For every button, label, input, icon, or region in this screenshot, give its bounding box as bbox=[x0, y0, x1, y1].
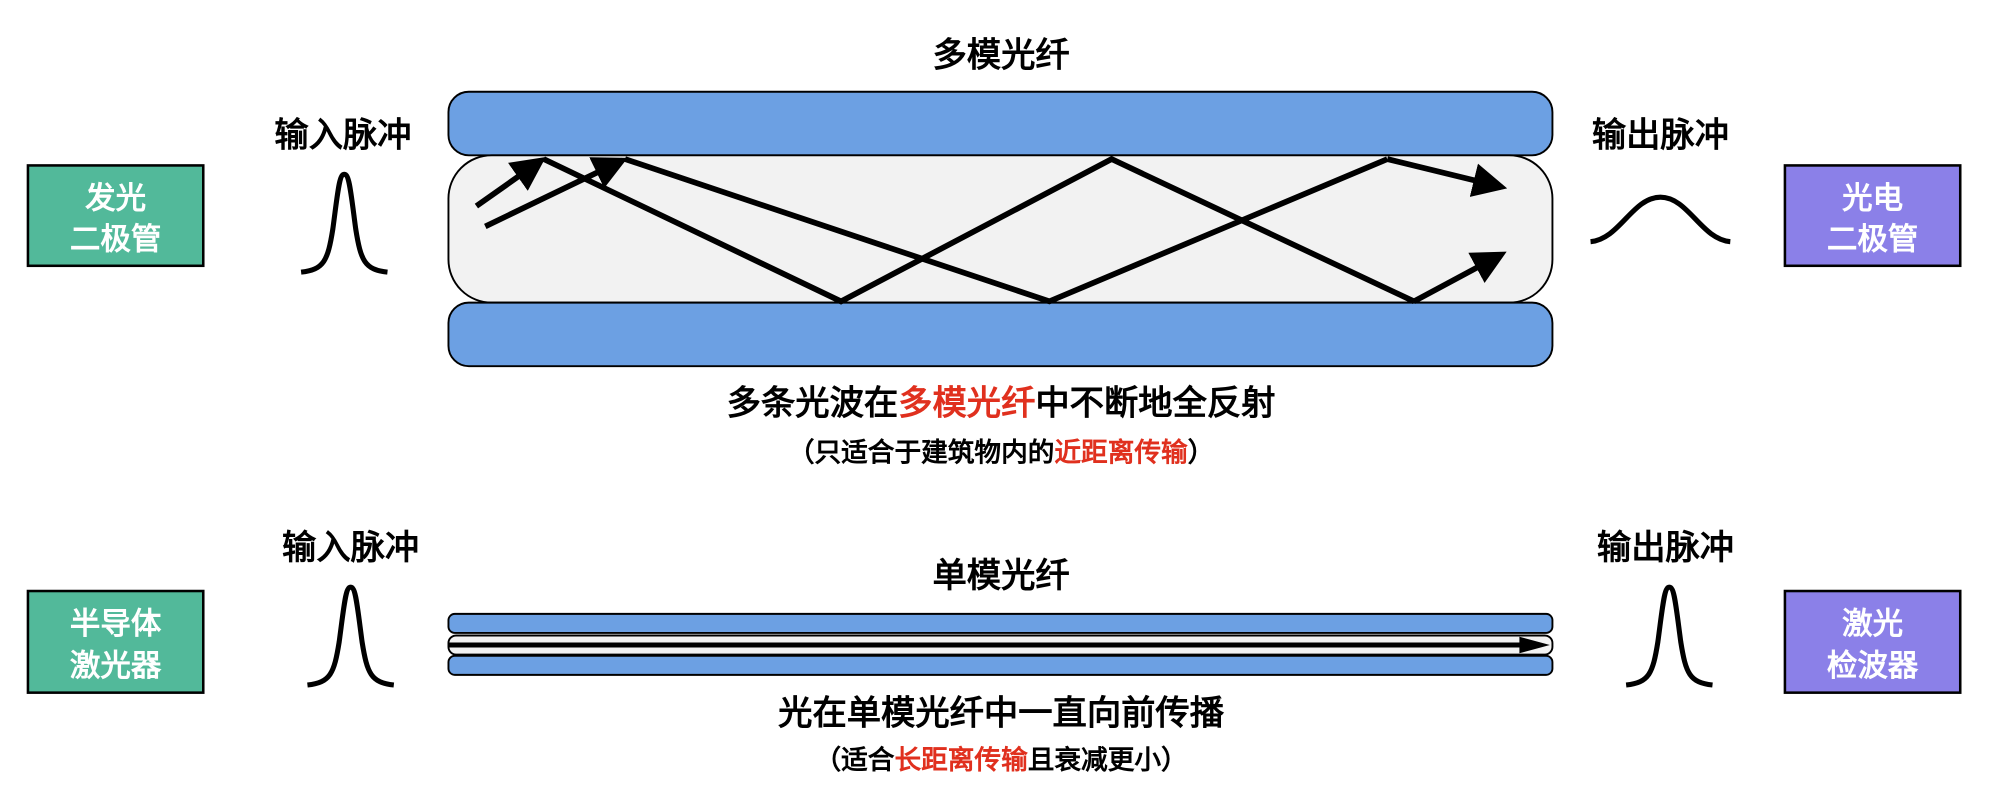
multimode-caption: 多条光波在多模光纤中不断地全反射 bbox=[727, 383, 1276, 423]
top-cladding bbox=[447, 612, 1554, 634]
singlemode-output-label: 输出脉冲 bbox=[1597, 528, 1734, 568]
multimode-source-box: 发光 二极管 bbox=[26, 164, 205, 268]
detector-label-line1: 光电 bbox=[1842, 182, 1903, 217]
top-cladding bbox=[447, 90, 1554, 157]
arrowhead-icon bbox=[1519, 636, 1550, 654]
output-pulse-icon bbox=[1625, 584, 1713, 688]
core bbox=[447, 154, 1554, 304]
bottom-cladding bbox=[447, 654, 1554, 676]
detector-label-line2: 检波器 bbox=[1827, 648, 1919, 684]
detector-label-line1: 激光 bbox=[1842, 607, 1903, 642]
singlemode-note: （适合长距离传输且衰减更小） bbox=[814, 745, 1187, 776]
source-label-line1: 发光 bbox=[85, 182, 146, 217]
output-pulse-icon bbox=[1590, 194, 1731, 245]
singlemode-input-label: 输入脉冲 bbox=[282, 528, 419, 568]
source-label-line2: 二极管 bbox=[70, 222, 161, 257]
multimode-title: 多模光纤 bbox=[932, 35, 1069, 75]
multimode-note: （只适合于建筑物内的近距离传输） bbox=[788, 437, 1214, 468]
multimode-detector-box: 光电 二极管 bbox=[1783, 164, 1962, 268]
light-rays bbox=[474, 155, 1508, 305]
singlemode-title: 单模光纤 bbox=[932, 556, 1069, 596]
detector-label-line2: 二极管 bbox=[1827, 222, 1918, 257]
source-label-line1: 半导体 bbox=[70, 607, 162, 642]
source-label-line2: 激光器 bbox=[70, 649, 162, 684]
singlemode-fiber bbox=[447, 612, 1554, 676]
input-pulse-icon bbox=[307, 584, 395, 688]
singlemode-detector-box: 激光 检波器 bbox=[1783, 589, 1962, 694]
multimode-input-label: 输入脉冲 bbox=[274, 115, 411, 155]
singlemode-caption: 光在单模光纤中一直向前传播 bbox=[778, 693, 1225, 733]
bottom-cladding bbox=[447, 301, 1554, 368]
multimode-output-label: 输出脉冲 bbox=[1592, 115, 1729, 155]
input-pulse-icon bbox=[300, 171, 388, 275]
singlemode-source-box: 半导体 激光器 bbox=[26, 589, 205, 694]
multimode-fiber bbox=[447, 90, 1554, 368]
